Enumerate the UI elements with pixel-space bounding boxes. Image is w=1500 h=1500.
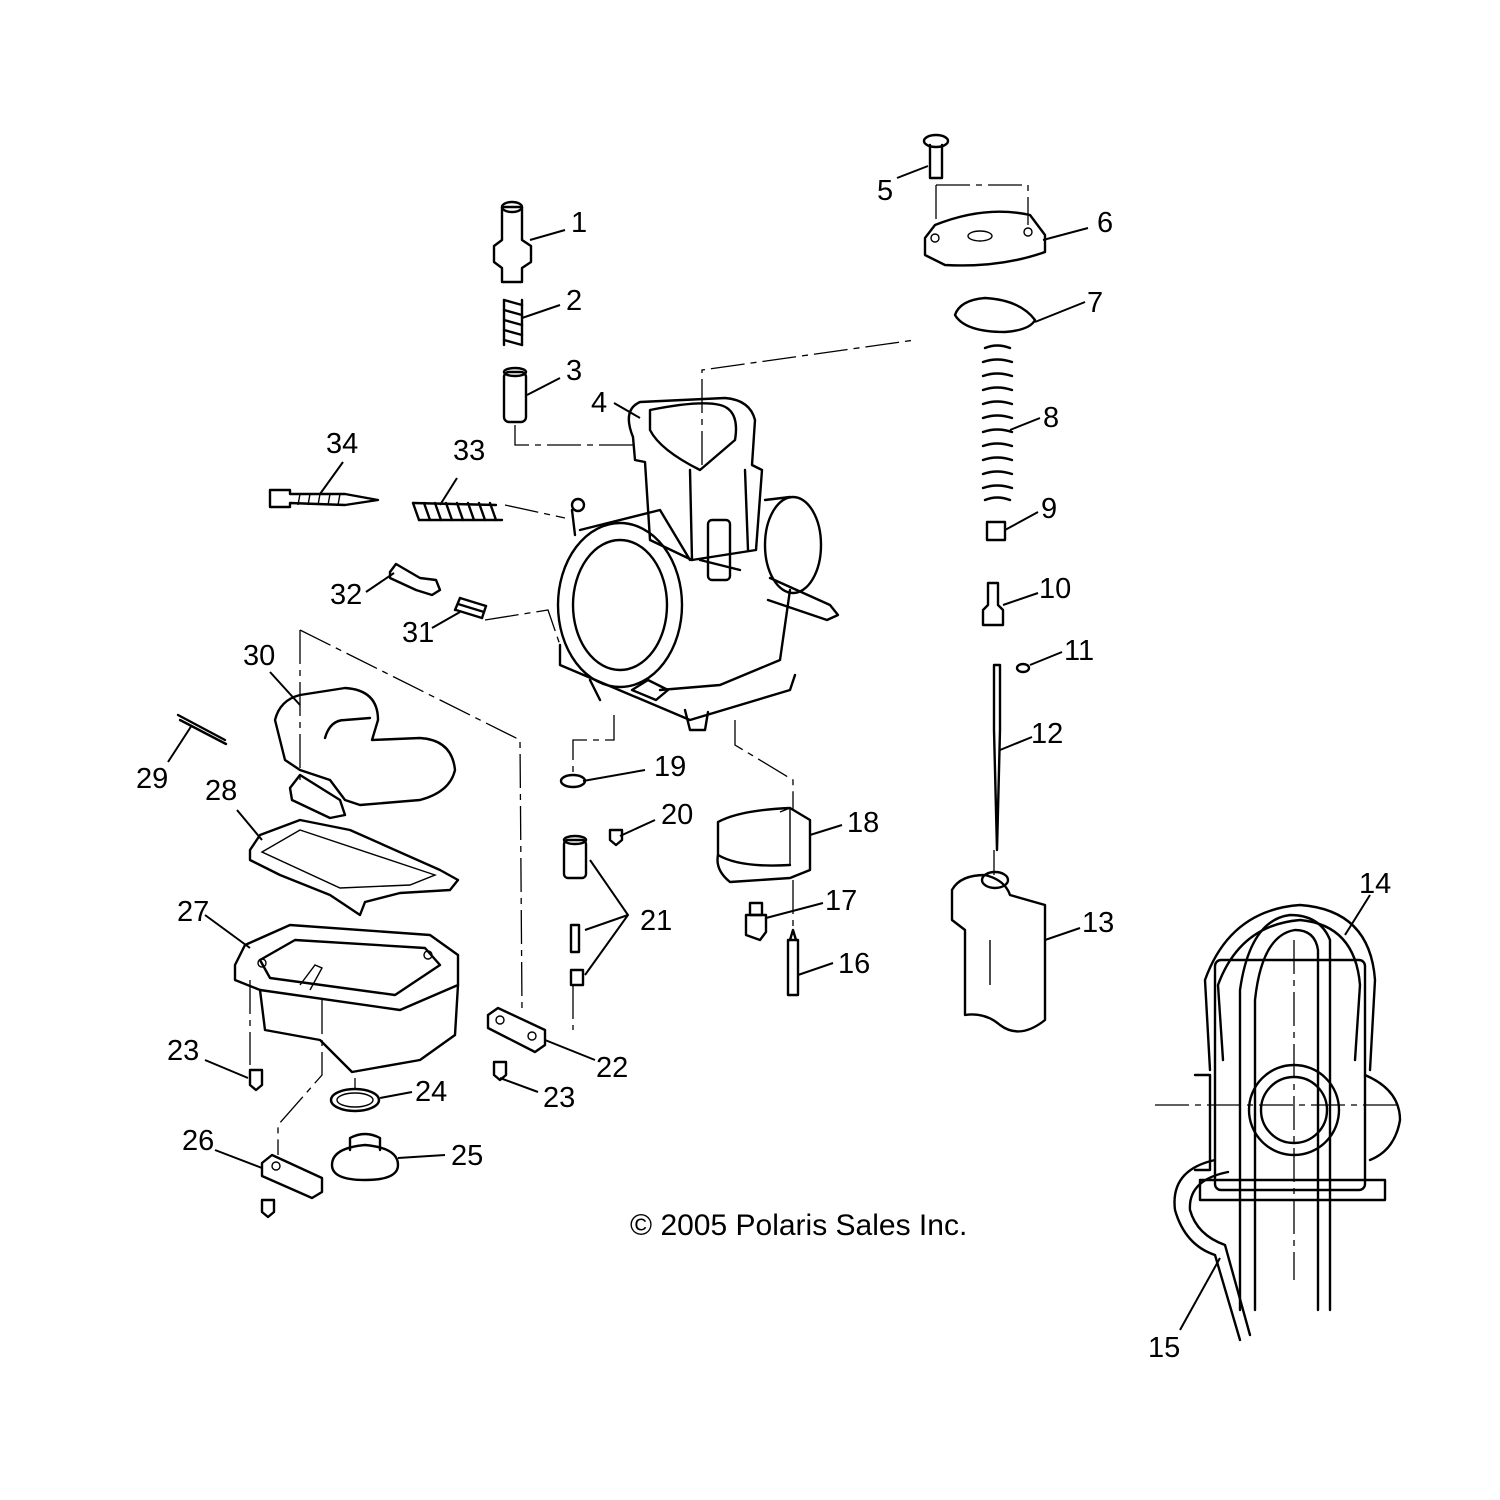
part-9 (985, 520, 1007, 542)
callout-labels: 1 2 3 4 5 6 7 8 9 10 11 12 13 14 15 16 1… (136, 175, 1391, 1364)
part-22 (486, 1006, 547, 1054)
callout-15: 15 (1148, 1332, 1180, 1364)
part-3 (502, 366, 528, 424)
callout-18: 18 (847, 807, 879, 839)
callout-20: 20 (661, 799, 693, 831)
leader-lines (167, 165, 1371, 1331)
part-18 (716, 806, 812, 884)
callout-13: 13 (1082, 907, 1114, 939)
callout-33: 33 (453, 435, 485, 467)
callout-25: 25 (451, 1140, 483, 1172)
callout-5: 5 (877, 175, 893, 207)
callout-23-left: 23 (167, 1035, 199, 1067)
part-13 (950, 870, 1047, 1033)
part-34 (268, 488, 380, 509)
part-28 (248, 818, 460, 917)
callout-10: 10 (1039, 573, 1071, 605)
part-31 (453, 596, 488, 620)
part-7 (953, 296, 1037, 334)
part-16 (786, 928, 800, 997)
callout-30: 30 (243, 640, 275, 672)
callout-31: 31 (402, 617, 434, 649)
callout-8: 8 (1043, 402, 1059, 434)
callout-17: 17 (825, 885, 857, 917)
callout-4: 4 (591, 387, 607, 419)
callout-3: 3 (566, 355, 582, 387)
part-12 (992, 663, 1002, 852)
part-32 (388, 562, 442, 597)
part-10 (981, 581, 1005, 627)
callout-9: 9 (1041, 493, 1057, 525)
part-25 (330, 1132, 400, 1182)
callout-11: 11 (1064, 635, 1094, 667)
callout-22: 22 (596, 1052, 628, 1084)
copyright-notice: © 2005 Polaris Sales Inc. (630, 1209, 967, 1242)
callout-7: 7 (1087, 287, 1103, 319)
part-11 (1015, 662, 1031, 674)
part-19 (559, 773, 587, 789)
callout-26: 26 (182, 1125, 214, 1157)
callout-23-right: 23 (543, 1082, 575, 1114)
callout-28: 28 (205, 775, 237, 807)
part-1 (492, 200, 533, 284)
callout-32: 32 (330, 579, 362, 611)
callout-21: 21 (640, 905, 672, 937)
part-23-left (248, 1068, 264, 1092)
part-8 (981, 344, 1014, 502)
part-15 (1173, 1158, 1252, 1342)
callout-29: 29 (136, 763, 168, 795)
part-17 (744, 901, 768, 942)
callout-34: 34 (326, 428, 358, 460)
part-21 (562, 834, 588, 987)
callout-2: 2 (566, 285, 582, 317)
part-26 (260, 1153, 324, 1219)
part-5 (922, 133, 950, 180)
carburetor-body (556, 396, 840, 732)
callout-19: 19 (654, 751, 686, 783)
part-30 (273, 686, 457, 820)
part-2 (502, 298, 524, 347)
part-20 (608, 828, 624, 847)
part-24 (329, 1087, 381, 1113)
part-23-right (492, 1060, 508, 1082)
callout-12: 12 (1031, 718, 1063, 750)
callout-27: 27 (177, 896, 209, 928)
callout-6: 6 (1097, 207, 1113, 239)
part-6 (923, 210, 1047, 267)
part-29 (176, 713, 228, 746)
callout-24: 24 (415, 1076, 447, 1108)
part-27 (233, 923, 460, 1074)
callout-14: 14 (1359, 868, 1391, 900)
callout-16: 16 (838, 948, 870, 980)
assembly-lines (249, 184, 1029, 1155)
part-33 (411, 501, 504, 522)
callout-1: 1 (571, 207, 587, 239)
